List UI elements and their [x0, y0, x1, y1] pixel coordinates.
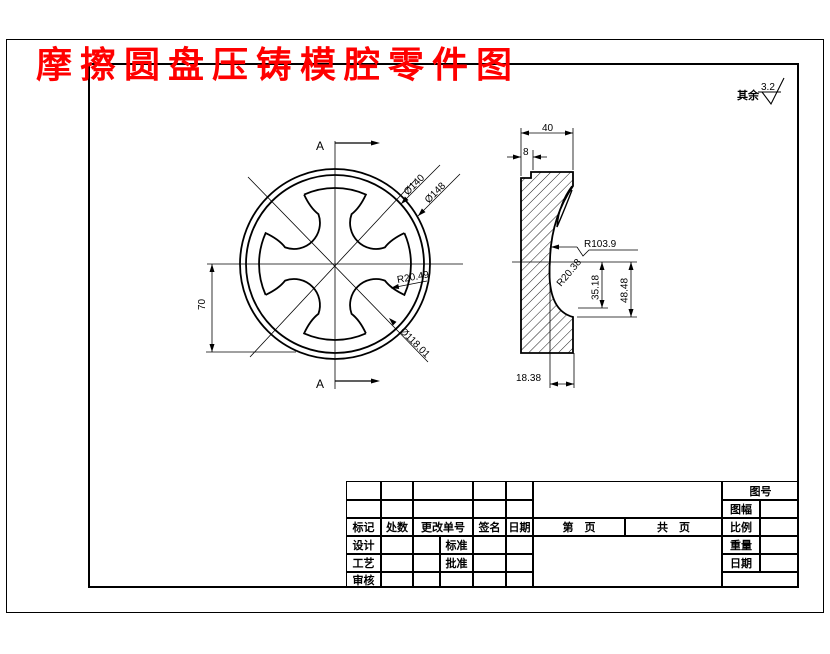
surface-note-prefix: 其余	[737, 88, 760, 102]
title-block-label-design: 设计	[346, 536, 381, 554]
centerlines	[207, 141, 463, 389]
dim-4848	[577, 262, 637, 318]
dim-3518-label: 35.18	[591, 275, 602, 300]
title-block-cell	[381, 536, 413, 554]
title-block-cell	[473, 572, 506, 588]
title-block-cell	[413, 572, 440, 588]
title-block-label-change-no: 更改单号	[413, 518, 473, 536]
title-block-cell	[533, 536, 722, 588]
dim-d148-label: Ø148	[423, 180, 448, 205]
surface-roughness-value: 3.2	[761, 82, 775, 93]
title-block-cell	[346, 500, 381, 518]
title-block-label-process: 工艺	[346, 554, 381, 572]
title-block-label-page: 第 页	[533, 518, 625, 536]
title-block-cell	[760, 554, 799, 572]
title-block-cell	[413, 500, 473, 518]
inner-circle	[245, 174, 425, 354]
section-label-top: A	[316, 139, 324, 153]
section-view: 40 8 R103.9 R20.38	[507, 123, 638, 388]
title-block-cell	[473, 481, 506, 500]
title-block-cell	[760, 518, 799, 536]
title-block-cell	[346, 481, 381, 500]
dim-40-label: 40	[542, 123, 554, 134]
title-block-cell	[381, 572, 413, 588]
title-block-name-cell	[533, 481, 722, 518]
title-block-cell	[473, 500, 506, 518]
dim-1838	[549, 248, 575, 388]
dim-d140-label: Ø140	[402, 172, 427, 197]
leader-r103	[551, 244, 638, 257]
sheet-outer-border	[6, 39, 824, 613]
dim-40	[520, 128, 574, 176]
dim-4848-label: 48.48	[620, 278, 631, 303]
title-block-cell	[506, 554, 533, 572]
title-block-cell	[760, 500, 799, 518]
cavity-cusp-curves	[556, 185, 573, 228]
section-hatch	[521, 172, 573, 353]
title-block-cell	[760, 536, 799, 554]
surface-finish-icon	[758, 77, 785, 106]
title-block-label-approve: 批准	[440, 554, 473, 572]
title-block-cell	[381, 481, 413, 500]
dim-8-label: 8	[523, 147, 529, 158]
title-block-label-date: 日期	[506, 518, 533, 536]
title-block-label-drawing-no: 图号	[722, 481, 799, 500]
title-block-cell	[381, 500, 413, 518]
title-block-label-date2: 日期	[722, 554, 760, 572]
title-block-label-scale: 比例	[722, 518, 760, 536]
dim-3518	[578, 262, 608, 309]
dim-d118-label: Ø118.01	[397, 326, 432, 361]
title-block-cell	[722, 572, 799, 588]
title-block-cell	[506, 536, 533, 554]
dim-8	[507, 150, 547, 170]
title-block-cell	[473, 536, 506, 554]
leader-d140	[400, 164, 441, 205]
title-block-label-count: 处数	[381, 518, 413, 536]
dim-r103-label: R103.9	[584, 239, 617, 250]
title-block-cell	[440, 572, 473, 588]
title-block-label-audit: 审核	[346, 572, 381, 588]
dim-70	[206, 264, 296, 353]
title-block-label-standard: 标准	[440, 536, 473, 554]
title-block-label-weight: 重量	[722, 536, 760, 554]
title-block-cell	[413, 536, 440, 554]
title-block-cell	[473, 554, 506, 572]
title-block-label-signature: 签名	[473, 518, 506, 536]
drawing-title: 摩擦圆盘压铸模腔零件图	[36, 45, 521, 85]
title-block-label-mark: 标记	[346, 518, 381, 536]
leader-d118-arrow	[389, 318, 397, 326]
dim-1838-label: 18.38	[516, 373, 541, 384]
section-label-bottom: A	[316, 377, 324, 391]
outer-circle	[239, 168, 431, 360]
title-block-cell	[506, 481, 533, 500]
title-block: 图号 图幅 标记 处数 更改单号 签名 日期 第 页 共 页 比例 设计 标准 …	[346, 481, 799, 588]
title-block-cell	[413, 481, 473, 500]
leader-r20	[390, 280, 428, 289]
title-block-label-total-page: 共 页	[625, 518, 722, 536]
dim-70-label: 70	[197, 298, 208, 310]
front-view: 70 A A Ø140 Ø148	[197, 139, 463, 391]
section-marker-lines	[335, 140, 380, 384]
surface-finish-note: 其余 3.2	[737, 77, 785, 106]
title-block-cell	[506, 500, 533, 518]
cavity-lobe-profile	[303, 187, 405, 250]
title-block-label-sheet-size: 图幅	[722, 500, 760, 518]
leader-d148	[417, 173, 461, 217]
title-block-cell	[506, 572, 533, 588]
title-block-cell	[381, 554, 413, 572]
title-block-cell	[413, 554, 440, 572]
